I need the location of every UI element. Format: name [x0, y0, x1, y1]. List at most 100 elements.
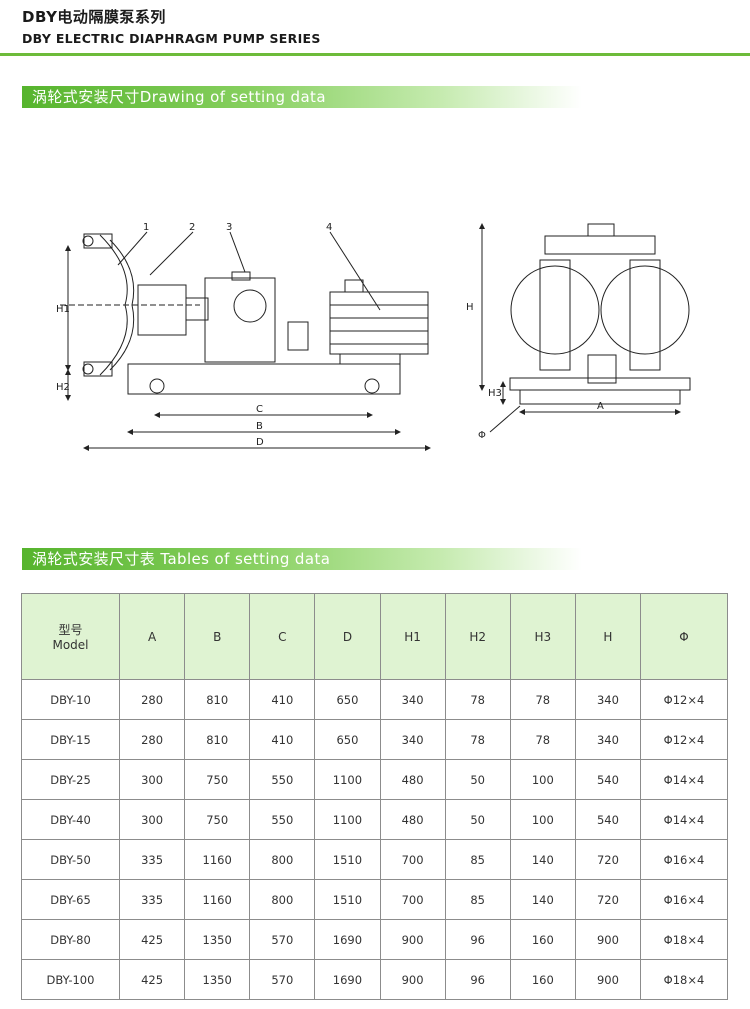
table-cell: 300	[118, 759, 186, 800]
table-cell: Φ14×4	[640, 799, 728, 840]
table-cell: Φ18×4	[640, 919, 728, 960]
table-cell: 1350	[184, 959, 251, 1000]
page-subtitle: DBY ELECTRIC DIAPHRAGM PUMP SERIES	[22, 31, 321, 46]
table-cell: 650	[314, 679, 381, 720]
table-cell: 1510	[314, 839, 381, 880]
table-cell: 78	[444, 679, 511, 720]
dim-phi-label: Φ	[478, 430, 486, 441]
header-model-en: Model	[52, 638, 89, 652]
table-cell-model: DBY-10	[21, 679, 120, 720]
page-header: DBY电动隔膜泵系列 DBY ELECTRIC DIAPHRAGM PUMP S…	[22, 8, 321, 47]
page-title: DBY电动隔膜泵系列	[22, 8, 166, 26]
table-cell: 1160	[184, 879, 251, 920]
table-cell: 720	[574, 879, 642, 920]
table-header-row: 型号 Model A B C D H1 H2 H3 H Φ	[21, 593, 728, 680]
table-cell: 160	[509, 919, 576, 960]
table-cell: 78	[444, 719, 511, 760]
table-cell: 750	[184, 759, 251, 800]
table-cell-model: DBY-25	[21, 759, 120, 800]
table-cell: 570	[249, 959, 316, 1000]
table-cell: 425	[118, 959, 186, 1000]
table-cell: 96	[444, 919, 511, 960]
dim-d-label: D	[256, 437, 264, 448]
table-cell: 425	[118, 919, 186, 960]
table-cell-model: DBY-80	[21, 919, 120, 960]
table-cell-model: DBY-50	[21, 839, 120, 880]
table-cell: 340	[379, 679, 446, 720]
front-view	[479, 223, 691, 433]
table-cell: 300	[118, 799, 186, 840]
table-cell: 900	[574, 959, 642, 1000]
dim-h3-label: H3	[488, 388, 502, 399]
table-cell: 900	[379, 919, 446, 960]
table-cell: 340	[574, 719, 642, 760]
callout-2: 2	[189, 222, 195, 233]
table-cell: Φ16×4	[640, 839, 728, 880]
table-cell: 335	[118, 839, 186, 880]
header-b: B	[184, 593, 251, 680]
table-cell: 140	[509, 839, 576, 880]
table-cell: Φ12×4	[640, 719, 728, 760]
header-a: A	[118, 593, 186, 680]
section-drawing-title: 涡轮式安装尺寸Drawing of setting data	[32, 88, 326, 106]
table-cell: 78	[509, 679, 576, 720]
table-cell-model: DBY-65	[21, 879, 120, 920]
table-cell: 720	[574, 839, 642, 880]
side-view	[60, 231, 431, 451]
table-cell: 1510	[314, 879, 381, 920]
table-cell: 750	[184, 799, 251, 840]
table-cell: Φ12×4	[640, 679, 728, 720]
dim-a-label: A	[597, 401, 604, 412]
table-cell: 1160	[184, 839, 251, 880]
header-h2: H2	[444, 593, 511, 680]
table-cell: 85	[444, 879, 511, 920]
table-cell: 85	[444, 839, 511, 880]
table-cell: 96	[444, 959, 511, 1000]
table-cell: Φ14×4	[640, 759, 728, 800]
table-cell: 1350	[184, 919, 251, 960]
table-cell: 550	[249, 759, 316, 800]
installation-drawing: 1 2 3 4 H1 H2 C B D H H3 A Φ	[56, 222, 691, 451]
table-cell-model: DBY-40	[21, 799, 120, 840]
header-c: C	[249, 593, 316, 680]
table-cell: Φ18×4	[640, 959, 728, 1000]
table-cell: 140	[509, 879, 576, 920]
section-table-header: 涡轮式安装尺寸表 Tables of setting data	[22, 548, 582, 570]
dim-c-label: C	[256, 404, 263, 415]
dim-h2-label: H2	[56, 382, 70, 393]
table-cell: 335	[118, 879, 186, 920]
callout-3: 3	[226, 222, 232, 233]
table-cell: 700	[379, 879, 446, 920]
header-phi: Φ	[640, 593, 728, 680]
table-cell: 78	[509, 719, 576, 760]
table-cell: 570	[249, 919, 316, 960]
dim-h1-label: H1	[56, 304, 70, 315]
header-divider	[0, 53, 750, 56]
callout-4: 4	[326, 222, 332, 233]
table-cell: 340	[574, 679, 642, 720]
table-cell: 410	[249, 679, 316, 720]
table-cell: 50	[444, 759, 511, 800]
table-cell: 280	[118, 679, 186, 720]
table-cell: 810	[184, 679, 251, 720]
table-cell: 540	[574, 759, 642, 800]
table-cell: 650	[314, 719, 381, 760]
callout-1: 1	[143, 222, 149, 233]
table-cell: 340	[379, 719, 446, 760]
section-table-title: 涡轮式安装尺寸表 Tables of setting data	[32, 550, 331, 568]
dim-b-label: B	[256, 421, 263, 432]
table-cell: 1100	[314, 759, 381, 800]
table-cell: 280	[118, 719, 186, 760]
header-model-cn: 型号	[58, 623, 83, 637]
drawing-labels: 1 2 3 4 H1 H2 C B D H H3 A Φ	[56, 222, 604, 448]
table-cell: 480	[379, 799, 446, 840]
table-cell: 700	[379, 839, 446, 880]
header-h: H	[574, 593, 642, 680]
table-cell: 1690	[314, 959, 381, 1000]
